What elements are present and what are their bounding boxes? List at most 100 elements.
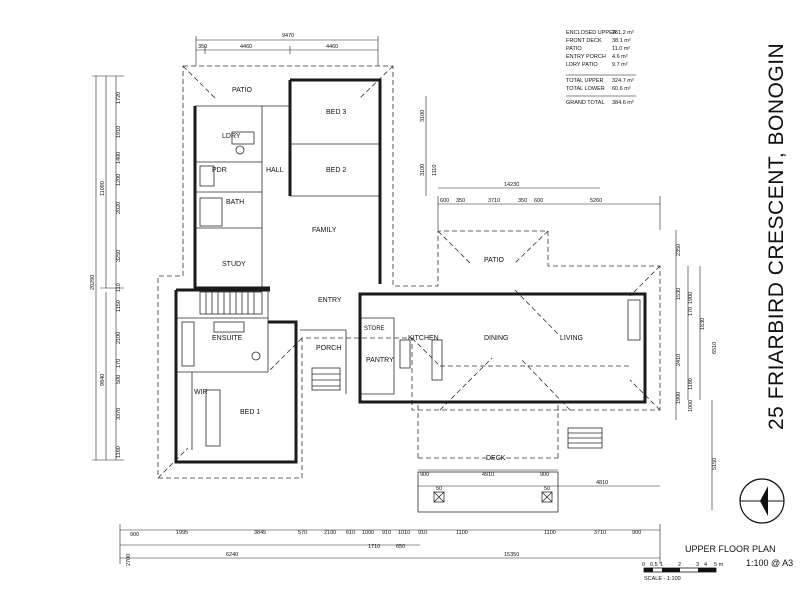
- area-label: ENTRY PORCH: [566, 54, 606, 60]
- dim-left-seg: 1160: [116, 446, 122, 458]
- area-value: 60.6 m²: [612, 86, 631, 92]
- roof-hip-lines: [157, 65, 661, 479]
- stairs: [199, 291, 603, 449]
- room-label-living: LIVING: [560, 335, 583, 342]
- dim-bot1: 3710: [594, 530, 606, 536]
- dim-bot1: 2100: [324, 530, 336, 536]
- scale-bar-label: SCALE - 1:100: [644, 576, 681, 582]
- dim-top-4460a: 4460: [240, 44, 252, 50]
- area-table-frame: [566, 74, 636, 97]
- dim-right-seg: 1530: [676, 288, 682, 300]
- room-label-deck: DECK: [486, 455, 506, 462]
- dimension-lines: [92, 36, 713, 564]
- svg-text:5 m: 5 m: [714, 562, 724, 568]
- dim-bot1: 1000: [362, 530, 374, 536]
- area-value: 324.7 m²: [612, 78, 634, 84]
- project-title: 25 FRIARBIRD CRESCENT, BONOGIN: [765, 43, 788, 430]
- dim-mid-350: 350: [456, 198, 465, 204]
- dim-bot1: 900: [130, 532, 139, 538]
- room-label-ensuite: ENSUITE: [212, 335, 243, 342]
- dim-left-seg: 2100: [116, 332, 122, 344]
- area-value: 4.6 m²: [612, 54, 628, 60]
- dim-left-seg: 3250: [116, 250, 122, 262]
- room-label-pantry: PANTRY: [366, 357, 394, 364]
- area-label: TOTAL LOWER: [566, 86, 605, 92]
- area-table: ENCLOSED UPPER 261.2 m² FRONT DECK 38.1 …: [566, 30, 634, 106]
- dim-deck-4910: 4910: [482, 472, 494, 478]
- scale-bar: [643, 567, 717, 573]
- interior-walls: [176, 105, 395, 450]
- dim-left-upper: 11090: [100, 181, 106, 196]
- dim-right-3100: 3100: [420, 110, 426, 122]
- dim-right-seg: 1900: [688, 292, 694, 304]
- svg-text:3: 3: [696, 562, 699, 568]
- dim-bot1: 570: [298, 530, 307, 536]
- area-value: 38.1 m²: [612, 38, 631, 44]
- dim-mid-14230: 14230: [504, 182, 519, 188]
- room-label-bed3: BED 3: [326, 109, 346, 116]
- dim-right-seg: 170: [688, 307, 694, 316]
- plan-label: UPPER FLOOR PLAN: [685, 544, 776, 554]
- room-label-patio-right: PATIO: [484, 257, 505, 264]
- dim-top-4460b: 4460: [326, 44, 338, 50]
- room-label-porch: PORCH: [316, 345, 341, 352]
- dim-right-6510: 6510: [712, 342, 718, 354]
- dim-mid-5260: 5260: [590, 198, 602, 204]
- dim-bot3: 6240: [226, 552, 238, 558]
- north-arrow-icon: [739, 478, 785, 524]
- area-value: 384.6 m²: [612, 100, 634, 106]
- dim-right-1110: 1110: [432, 165, 438, 176]
- room-label-ldry: LDRY: [222, 133, 241, 140]
- dim-top-total: 9470: [282, 33, 294, 39]
- room-label-dining: DINING: [484, 335, 509, 342]
- dim-bot1: 610: [346, 530, 355, 536]
- area-value: 261.2 m²: [612, 30, 634, 36]
- dim-bot1: 910: [418, 530, 427, 536]
- dim-bot1: 1100: [456, 530, 468, 536]
- fixtures: [181, 131, 641, 447]
- dim-right-3100b: 3100: [420, 164, 426, 176]
- dim-right-seg: 2350: [676, 244, 682, 256]
- roof-outline: [157, 65, 661, 479]
- dim-mid-600a: 600: [440, 198, 449, 204]
- dim-deck-50a: 50: [436, 486, 442, 492]
- dim-top-350: 350: [198, 44, 207, 50]
- dim-right-seg: 1630: [700, 318, 706, 330]
- dim-right-seg: 1900: [676, 392, 682, 404]
- dim-bot2: 1710: [368, 544, 380, 550]
- svg-text:0: 0: [642, 562, 645, 568]
- dim-left-seg: 3370: [116, 408, 122, 420]
- exterior-walls: [174, 78, 647, 464]
- scale-bar-ticks: 0 0.5 1 2 3 4 5 m: [642, 562, 724, 568]
- dim-left-seg: 1200: [116, 174, 122, 186]
- area-value: 9.7 m²: [612, 62, 628, 68]
- dim-deck-4810: 4810: [596, 480, 608, 486]
- dim-mid-600b: 600: [534, 198, 543, 204]
- dim-left-seg: 1720: [116, 92, 122, 104]
- room-label-pdr: PDR: [212, 167, 227, 174]
- dim-mid-3710: 3710: [488, 198, 500, 204]
- dim-left-seg: 1910: [116, 126, 122, 138]
- svg-text:2: 2: [678, 562, 681, 568]
- room-label-store: STORE: [364, 326, 385, 332]
- dim-left-seg: 500: [116, 375, 122, 384]
- room-labels: PATIO BED 3 LDRY PDR HALL BED 2 BATH FAM…: [194, 87, 583, 462]
- dim-left-seg: 170: [116, 359, 122, 368]
- svg-text:1: 1: [660, 562, 663, 568]
- area-label: PATIO: [566, 46, 582, 52]
- dim-bot1: 910: [382, 530, 391, 536]
- room-label-study: STUDY: [222, 261, 246, 268]
- area-label: FRONT DECK: [566, 38, 602, 44]
- room-label-wir: WIR: [194, 389, 208, 396]
- dim-right-seg: 1180: [688, 378, 694, 390]
- svg-text:4: 4: [704, 562, 707, 568]
- dim-left-overall: 20290: [90, 275, 96, 290]
- dim-bot1: 1995: [176, 530, 188, 536]
- dim-deck-900a: 900: [420, 472, 429, 478]
- room-label-patio-top: PATIO: [232, 87, 253, 94]
- dim-bot1: 900: [632, 530, 641, 536]
- dim-bot2: 650: [396, 544, 405, 550]
- dimension-labels: 9470 350 4460 4460 14230 600 350 3710 35…: [90, 33, 718, 566]
- area-label: GRAND TOTAL: [566, 100, 605, 106]
